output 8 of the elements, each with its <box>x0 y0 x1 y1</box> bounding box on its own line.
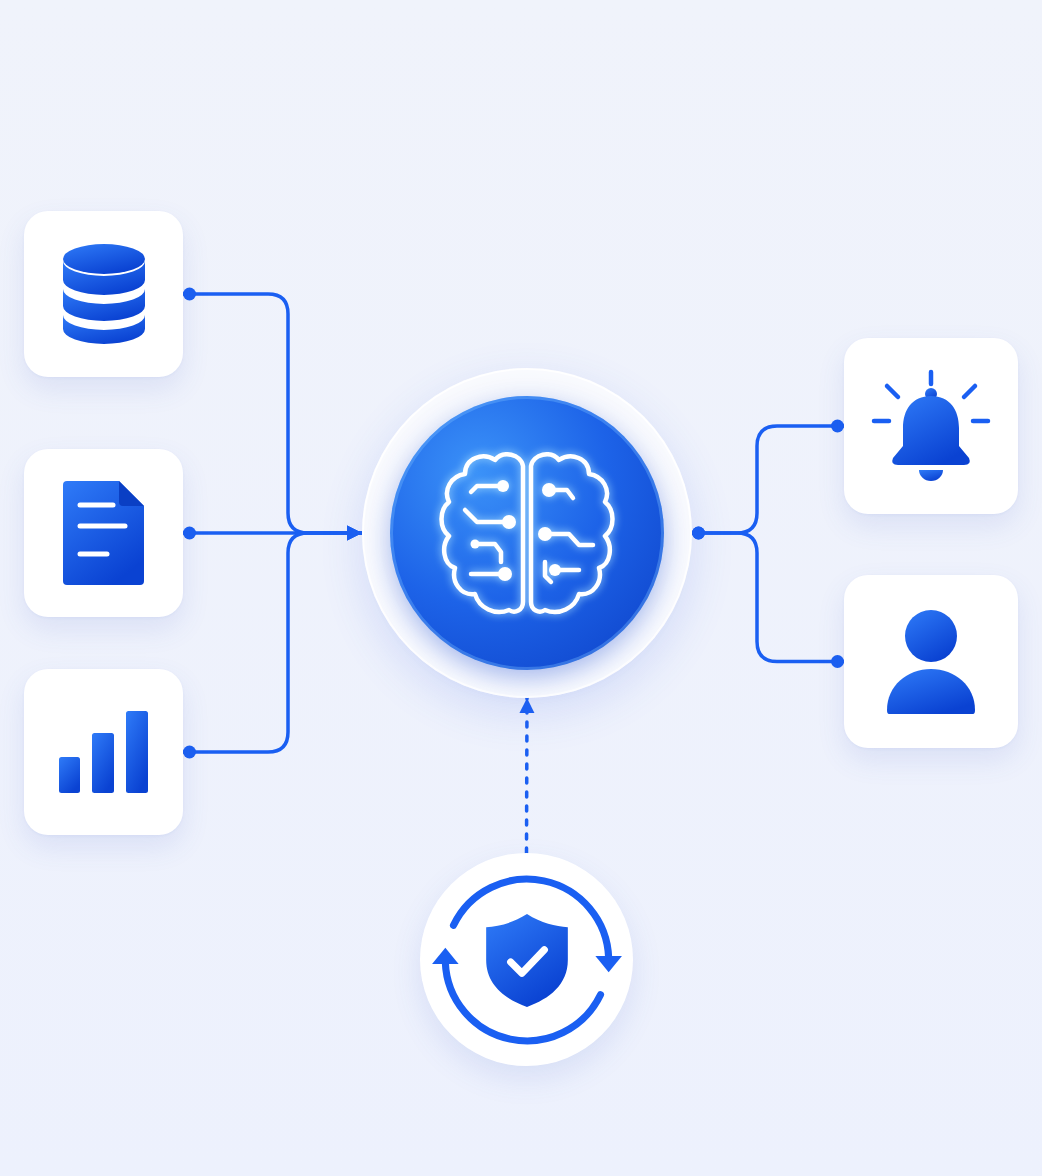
icon-card <box>844 338 1018 514</box>
arrow <box>183 525 362 759</box>
icon-card <box>24 669 183 835</box>
icon-card <box>24 211 183 377</box>
icon-card <box>844 575 1018 748</box>
icon-card <box>24 449 183 617</box>
dashed-arrow <box>519 696 535 855</box>
connector-line <box>692 526 844 668</box>
